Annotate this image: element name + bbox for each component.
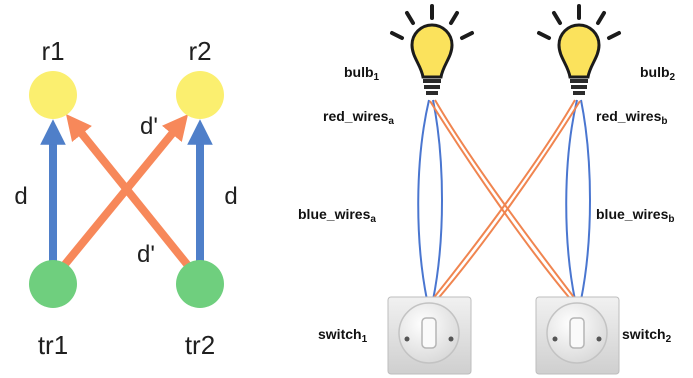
- switch-1: [387, 296, 472, 375]
- wall-switch-icon: [535, 296, 620, 375]
- label-switch-2: switch2: [622, 326, 672, 345]
- node-r2: [176, 71, 224, 119]
- edge-tr1-r2: [58, 114, 189, 271]
- label-switch-1: switch1: [318, 326, 368, 345]
- switch-2: [535, 296, 620, 375]
- edge-tr2-r1: [65, 114, 194, 271]
- label-bulb-1: bulb1: [344, 64, 380, 83]
- wall-switch-icon: [387, 296, 472, 375]
- bulb-2: [537, 4, 621, 95]
- red-wires-a: [429, 99, 577, 302]
- label-tr1: tr1: [38, 330, 68, 360]
- label-blue-wires-a: blue_wiresa: [298, 206, 376, 225]
- label-blue-wires-b: blue_wiresb: [596, 206, 674, 225]
- label-red-wires-a: red_wiresa: [323, 108, 394, 127]
- node-r1: [29, 71, 77, 119]
- node-tr2: [176, 260, 224, 308]
- label-tr2: tr2: [185, 330, 215, 360]
- network-graph: r1 r2 tr1 tr2 d d d' d': [14, 36, 237, 360]
- edge-label-lower-dprime: d': [137, 241, 155, 268]
- red-wires-b: [431, 99, 581, 302]
- edge-label-left-d: d: [14, 183, 27, 210]
- node-tr1: [29, 260, 77, 308]
- label-bulb-2: bulb2: [640, 64, 676, 83]
- circuit-analogy: bulb1 bulb2 red_wiresa red_wiresb blue_w…: [298, 4, 676, 375]
- lightbulb-icon: [537, 4, 621, 95]
- blue-wires-a: [417, 99, 443, 301]
- blue-wires-b: [565, 99, 591, 301]
- edge-label-right-d: d: [224, 183, 237, 210]
- edge-label-upper-dprime: d': [140, 113, 158, 140]
- lightbulb-icon: [390, 4, 474, 95]
- label-r1: r1: [41, 36, 64, 66]
- label-red-wires-b: red_wiresb: [596, 108, 667, 127]
- bulb-1: [390, 4, 474, 95]
- label-r2: r2: [188, 36, 211, 66]
